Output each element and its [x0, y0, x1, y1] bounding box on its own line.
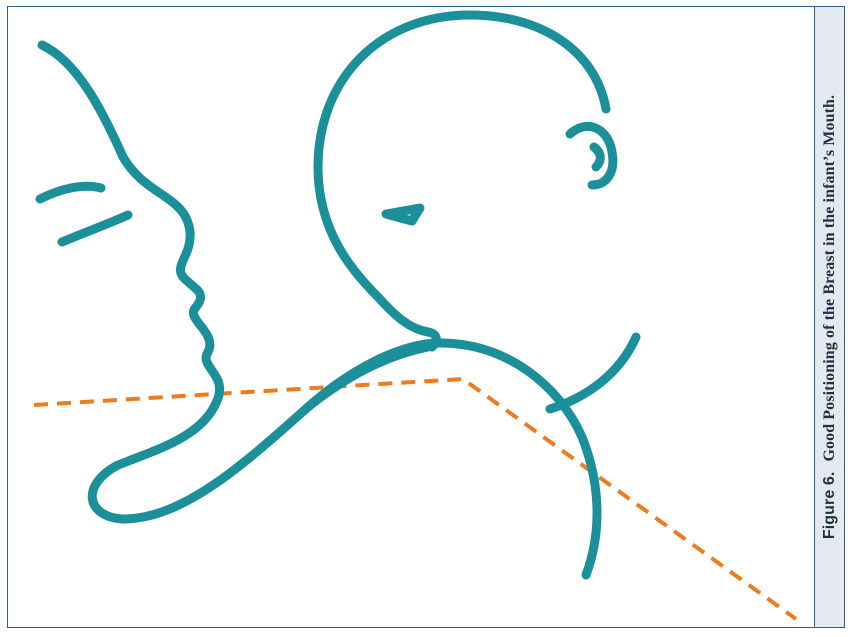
infant-eye: [386, 208, 420, 221]
mother-face-profile: [42, 45, 428, 519]
infant-ear: [570, 126, 613, 185]
infant-ear-inner: [594, 147, 600, 167]
mother-eyebrow: [40, 186, 101, 199]
figure-title: Good Positioning of the Breast in the in…: [821, 95, 838, 462]
figure-caption-band: Figure 6. Good Positioning of the Breast …: [814, 7, 844, 627]
mother-eye: [62, 215, 128, 242]
breast-axis-guide-line: [34, 379, 796, 619]
figure-frame: Figure 6. Good Positioning of the Breast …: [7, 6, 845, 628]
breastfeeding-illustration: [8, 7, 816, 628]
figure-caption: Figure 6. Good Positioning of the Breast …: [821, 95, 839, 539]
infant-head-outline: [318, 15, 606, 347]
figure-label: Figure 6.: [821, 472, 838, 540]
